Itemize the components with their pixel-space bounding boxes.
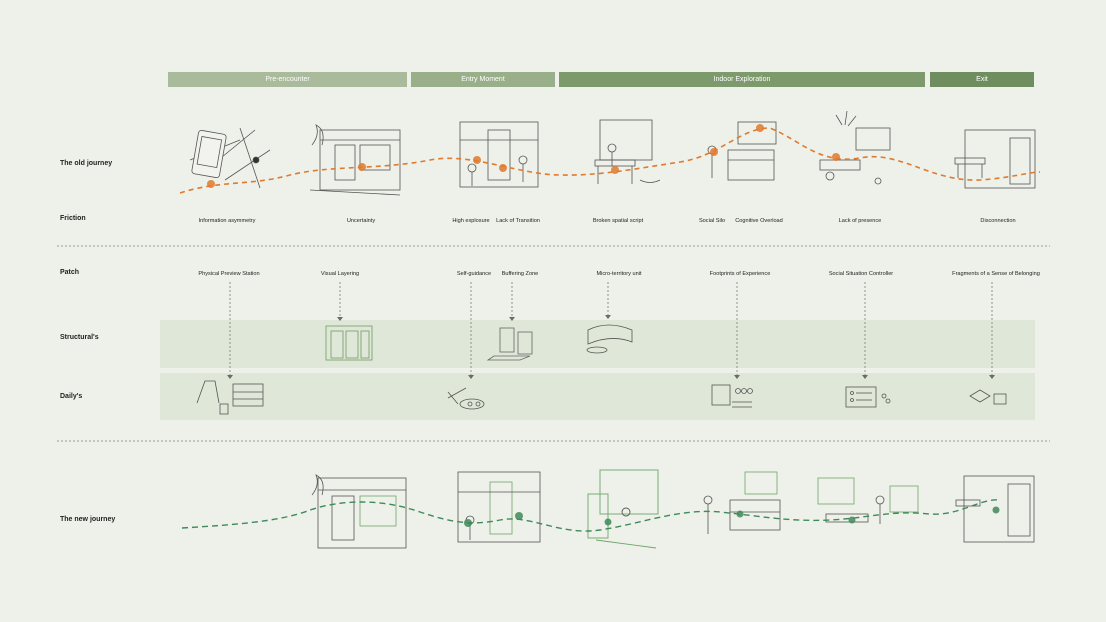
friction-social-silo: Social Silo [698,218,726,224]
patch-footprints-of-experience: Footprints of Experience [709,271,771,277]
patch-physical-preview-station: Physical Preview Station [198,271,260,277]
daily-situation-controller [845,386,891,408]
friction-disconnection: Disconnection [980,218,1016,224]
daily-self-guidance [447,387,485,410]
dailys-band [160,373,1035,420]
phase-pre-encounter: Pre-encounter [168,72,407,87]
patch-visual-layering: Visual Layering [320,271,360,277]
patch-self-guidance: Self-guidance [456,271,492,277]
new-sketch-entry [457,471,541,543]
friction-markers [207,124,840,188]
row-label-structurals: Structural's [60,334,99,341]
friction-information-asymmetry: Information asymmetry [198,218,256,224]
structural-visual-layering [325,325,373,361]
new-journey-path [181,499,1001,532]
phase-exit: Exit [930,72,1034,87]
phase-entry-moment: Entry Moment [411,72,555,87]
patch-buffering-zone: Buffering Zone [501,271,539,277]
row-label-old-journey: The old journey [60,160,113,167]
patch-social-situation-controller: Social Situation Controller [828,271,894,277]
daily-belonging-fragments [969,389,1007,405]
old-sketch-phone-map [189,127,271,189]
new-sketch-storefront [311,474,407,549]
old-journey-path [179,127,1041,194]
new-sketch-board-seating [817,477,919,524]
patch-arrows [229,282,993,376]
old-sketch-storefront [309,124,401,196]
new-journey-markers [464,506,1000,527]
new-sketch-indoor [587,469,659,549]
old-sketch-counter [707,121,777,181]
row-label-new-journey: The new journey [60,516,116,523]
friction-uncertainty: Uncertainty [346,218,376,224]
new-sketch-counter [703,471,781,534]
structural-micro-territory [586,324,633,354]
phase-indoor-exploration: Indoor Exploration [559,72,925,87]
structurals-band [160,320,1035,368]
row-label-friction: Friction [60,215,86,222]
arrow-heads [227,315,995,379]
friction-high-explosure: High explosure [452,218,490,224]
friction-lack-of-presence: Lack of presence [838,218,882,224]
friction-lack-of-transition: Lack of Transition [496,218,540,224]
patch-micro-territory-unit: Micro-territory unit [596,271,642,277]
row-label-dailys: Daily's [60,393,83,400]
old-sketch-indoor-table [594,119,661,184]
friction-cognitive-overload: Cognitive Overload [735,218,783,224]
row-label-patch: Patch [60,269,80,276]
daily-preview-station [196,380,264,415]
structural-buffering-zone [486,327,533,361]
patch-fragments-of-belonging: Fragments of a Sense of Belonging [952,271,1040,277]
old-sketch-plants-seating [819,110,891,185]
friction-broken-spatial-script: Broken spatial script [592,218,644,224]
daily-footprints [711,384,753,408]
old-sketch-exit [954,129,1036,189]
old-sketch-entry [459,121,539,188]
